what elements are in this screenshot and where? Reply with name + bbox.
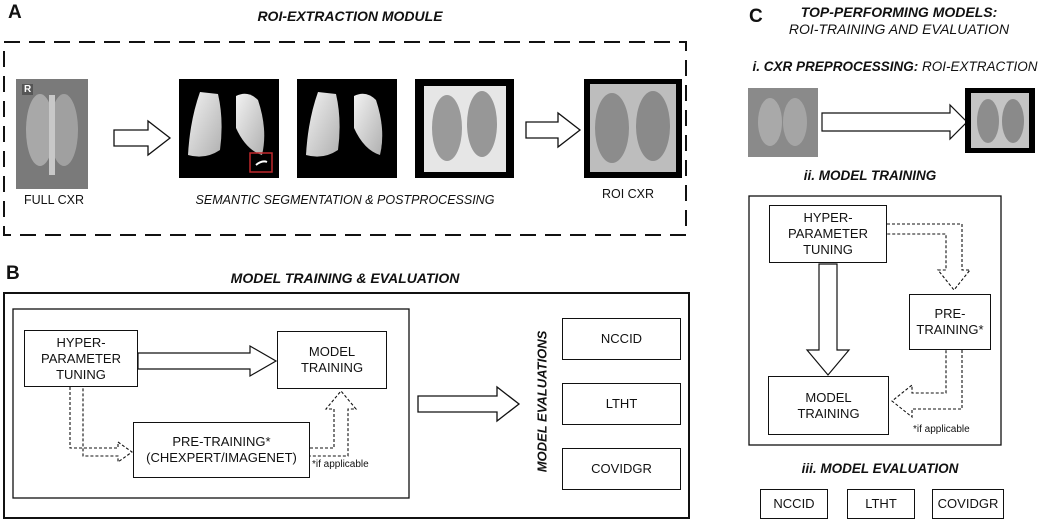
c-applicable-note: *if applicable <box>913 424 970 435</box>
c-training-frame <box>748 195 1002 446</box>
b-pretraining-box: PRE-TRAINING* (CHEXPERT/IMAGENET) <box>133 422 310 478</box>
arrow-pretrain-to-training-b <box>310 390 358 457</box>
c-pretraining-box: PRE- TRAINING* <box>909 294 991 350</box>
arrow-masked-to-roi <box>525 111 582 149</box>
arrow-c-preprocessing <box>821 103 968 141</box>
arrow-full-to-seg <box>113 119 172 157</box>
c-step3-heading: iii. MODEL EVALUATION <box>801 461 959 476</box>
panel-b-frame <box>3 292 690 519</box>
panel-a-title: ROI-EXTRACTION MODULE <box>257 8 443 24</box>
panel-a-letter: A <box>8 2 22 23</box>
b-eval-ltht: LTHT <box>562 383 681 425</box>
arrow-c-hyper-to-pretrain <box>887 223 972 291</box>
panel-c-letter: C <box>749 6 763 27</box>
label-roi-cxr: ROI CXR <box>601 187 655 201</box>
c-eval-ltht: LTHT <box>847 489 915 519</box>
arrow-c-pretrain-to-training <box>891 350 963 419</box>
full-cxr-image <box>16 79 88 189</box>
b-applicable-note: *if applicable <box>312 459 369 470</box>
masked-cxr-image <box>415 79 514 178</box>
label-full-cxr: FULL CXR <box>24 193 84 207</box>
segmentation-mask-image <box>179 79 279 178</box>
c-step1-rest: ROI-EXTRACTION <box>918 59 1038 74</box>
c-step2-heading: ii. MODEL TRAINING <box>803 168 937 183</box>
arrow-to-evaluations <box>417 385 521 423</box>
b-eval-nccid: NCCID <box>562 318 681 360</box>
arrow-hyper-to-pretrain-b <box>69 387 133 464</box>
postprocessed-mask-image <box>297 79 397 178</box>
b-hyperparameter-box: HYPER- PARAMETER TUNING <box>24 330 138 387</box>
panel-c-title-line1: TOP-PERFORMING MODELS: <box>800 4 998 20</box>
c-step1-bold: i. CXR PREPROCESSING: <box>752 59 919 74</box>
c-hyperparameter-box: HYPER- PARAMETER TUNING <box>769 205 887 263</box>
label-segmentation: SEMANTIC SEGMENTATION & POSTPROCESSING <box>195 193 495 207</box>
c-full-cxr-image <box>748 88 818 157</box>
b-model-training-box: MODEL TRAINING <box>277 331 387 389</box>
xray-marker: R <box>22 84 34 95</box>
c-step1-heading: i. CXR PREPROCESSING: ROI-EXTRACTION <box>752 59 1038 74</box>
c-eval-nccid: NCCID <box>760 489 828 519</box>
roi-module-frame <box>3 41 687 236</box>
roi-cxr-image <box>584 79 682 178</box>
b-eval-covidgr: COVIDGR <box>562 448 681 490</box>
c-eval-covidgr: COVIDGR <box>932 489 1004 519</box>
panel-b-letter: B <box>6 263 20 284</box>
b-evaluations-label: MODEL EVALUATIONS <box>534 330 550 473</box>
panel-b-title: MODEL TRAINING & EVALUATION <box>230 270 460 286</box>
arrow-c-hyper-to-training <box>805 263 851 376</box>
c-model-training-box: MODEL TRAINING <box>768 376 889 435</box>
arrow-hyper-to-training-b <box>137 344 278 378</box>
c-roi-cxr-image <box>965 88 1035 153</box>
panel-c-title-line2: ROI-TRAINING AND EVALUATION <box>788 21 1010 37</box>
panel-b-inner-frame <box>12 308 410 499</box>
